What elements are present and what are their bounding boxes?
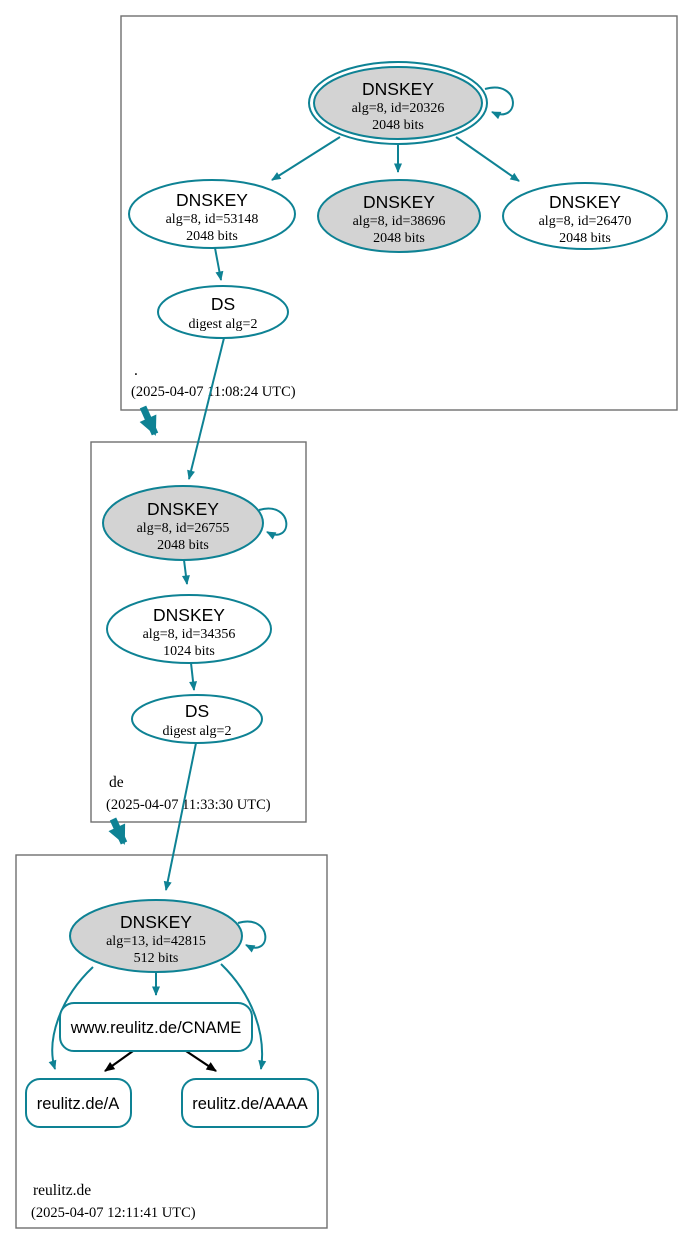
de-ksk-dnskey-node[interactable]: DNSKEY alg=8, id=26755 2048 bits (102, 485, 264, 561)
zone-timestamp-de: (2025-04-07 11:33:30 UTC) (106, 797, 271, 813)
edge-de-ds-to-reulitz-ksk (163, 742, 197, 891)
root-zsk1-detail: alg=8, id=53148 (166, 212, 259, 227)
edge-cname-alias-to-a (104, 1050, 134, 1072)
root-zsk3-bits: 2048 bits (559, 231, 611, 246)
edge-delegation-de-to-reulitz (108, 817, 128, 845)
edge-reulitz-ksk-to-aaaa (220, 963, 267, 1070)
de-ds-type: DS (185, 701, 209, 721)
zone-name-root: . (134, 362, 138, 379)
root-zsk2-type: DNSKEY (363, 192, 435, 212)
root-ksk-dnskey-node[interactable]: DNSKEY alg=8, id=20326 2048 bits (308, 61, 488, 145)
root-zsk3-detail: alg=8, id=26470 (539, 214, 632, 229)
root-ds-node[interactable]: DS digest alg=2 (157, 285, 289, 339)
root-ds-detail: digest alg=2 (189, 317, 258, 332)
rrset-reulitz-de-a[interactable]: reulitz.de/A (25, 1078, 132, 1128)
de-zsk-bits: 1024 bits (163, 644, 215, 659)
edge-root-ds-to-de-ksk (187, 337, 225, 480)
zone-name-reulitz-de: reulitz.de (33, 1182, 91, 1199)
root-zsk2-detail: alg=8, id=38696 (353, 214, 446, 229)
zone-timestamp-root: (2025-04-07 11:08:24 UTC) (131, 384, 296, 400)
root-ksk-bits: 2048 bits (372, 118, 424, 133)
edge-de-ksk-to-zsk (181, 559, 190, 585)
edge-reulitz-ksk-to-a (48, 966, 94, 1070)
de-ksk-type: DNSKEY (147, 499, 219, 519)
reulitz-ksk-detail: alg=13, id=42815 (106, 934, 206, 949)
edge-de-zsk-to-ds (189, 662, 198, 691)
root-ksk-detail: alg=8, id=20326 (352, 101, 445, 116)
edge-root-ksk-to-zsk3 (455, 136, 520, 182)
root-zsk2-dnskey-node[interactable]: DNSKEY alg=8, id=38696 2048 bits (317, 179, 481, 253)
root-zsk3-dnskey-node[interactable]: DNSKEY alg=8, id=26470 2048 bits (502, 182, 668, 250)
rrset-reulitz-de-aaaa[interactable]: reulitz.de/AAAA (181, 1078, 319, 1128)
edge-root-ksk-self-loop (484, 86, 514, 120)
reulitz-ksk-type: DNSKEY (120, 912, 192, 932)
root-ksk-type: DNSKEY (362, 79, 434, 99)
de-zsk-detail: alg=8, id=34356 (143, 627, 236, 642)
root-zsk2-bits: 2048 bits (373, 231, 425, 246)
reulitz-ksk-bits: 512 bits (134, 951, 179, 966)
de-ds-node[interactable]: DS digest alg=2 (131, 694, 263, 744)
edge-root-ksk-to-zsk1 (271, 136, 341, 181)
root-zsk1-bits: 2048 bits (186, 229, 238, 244)
edge-de-ksk-self-loop (258, 507, 288, 540)
root-ds-type: DS (211, 294, 235, 314)
edge-delegation-root-to-de (139, 405, 159, 436)
root-zsk3-type: DNSKEY (549, 192, 621, 212)
root-zsk1-type: DNSKEY (176, 190, 248, 210)
rrset-cname-label: www.reulitz.de/CNAME (70, 1019, 242, 1037)
root-zsk1-dnskey-node[interactable]: DNSKEY alg=8, id=53148 2048 bits (128, 179, 296, 249)
rrset-aaaa-label: reulitz.de/AAAA (192, 1095, 308, 1113)
de-ksk-bits: 2048 bits (157, 538, 209, 553)
edge-cname-alias-to-aaaa (185, 1050, 217, 1072)
de-zsk-type: DNSKEY (153, 605, 225, 625)
rrset-a-label: reulitz.de/A (37, 1095, 120, 1113)
zone-timestamp-reulitz-de: (2025-04-07 12:11:41 UTC) (31, 1205, 196, 1221)
reulitz-ksk-dnskey-node[interactable]: DNSKEY alg=13, id=42815 512 bits (69, 899, 243, 973)
zone-name-de: de (109, 774, 124, 791)
de-ds-detail: digest alg=2 (163, 724, 232, 739)
de-ksk-detail: alg=8, id=26755 (137, 521, 230, 536)
de-zsk-dnskey-node[interactable]: DNSKEY alg=8, id=34356 1024 bits (106, 594, 272, 664)
edge-root-zsk1-to-ds (214, 247, 224, 281)
rrset-www-reulitz-de-cname[interactable]: www.reulitz.de/CNAME (59, 1002, 253, 1052)
edge-reulitz-ksk-self-loop (237, 920, 267, 953)
